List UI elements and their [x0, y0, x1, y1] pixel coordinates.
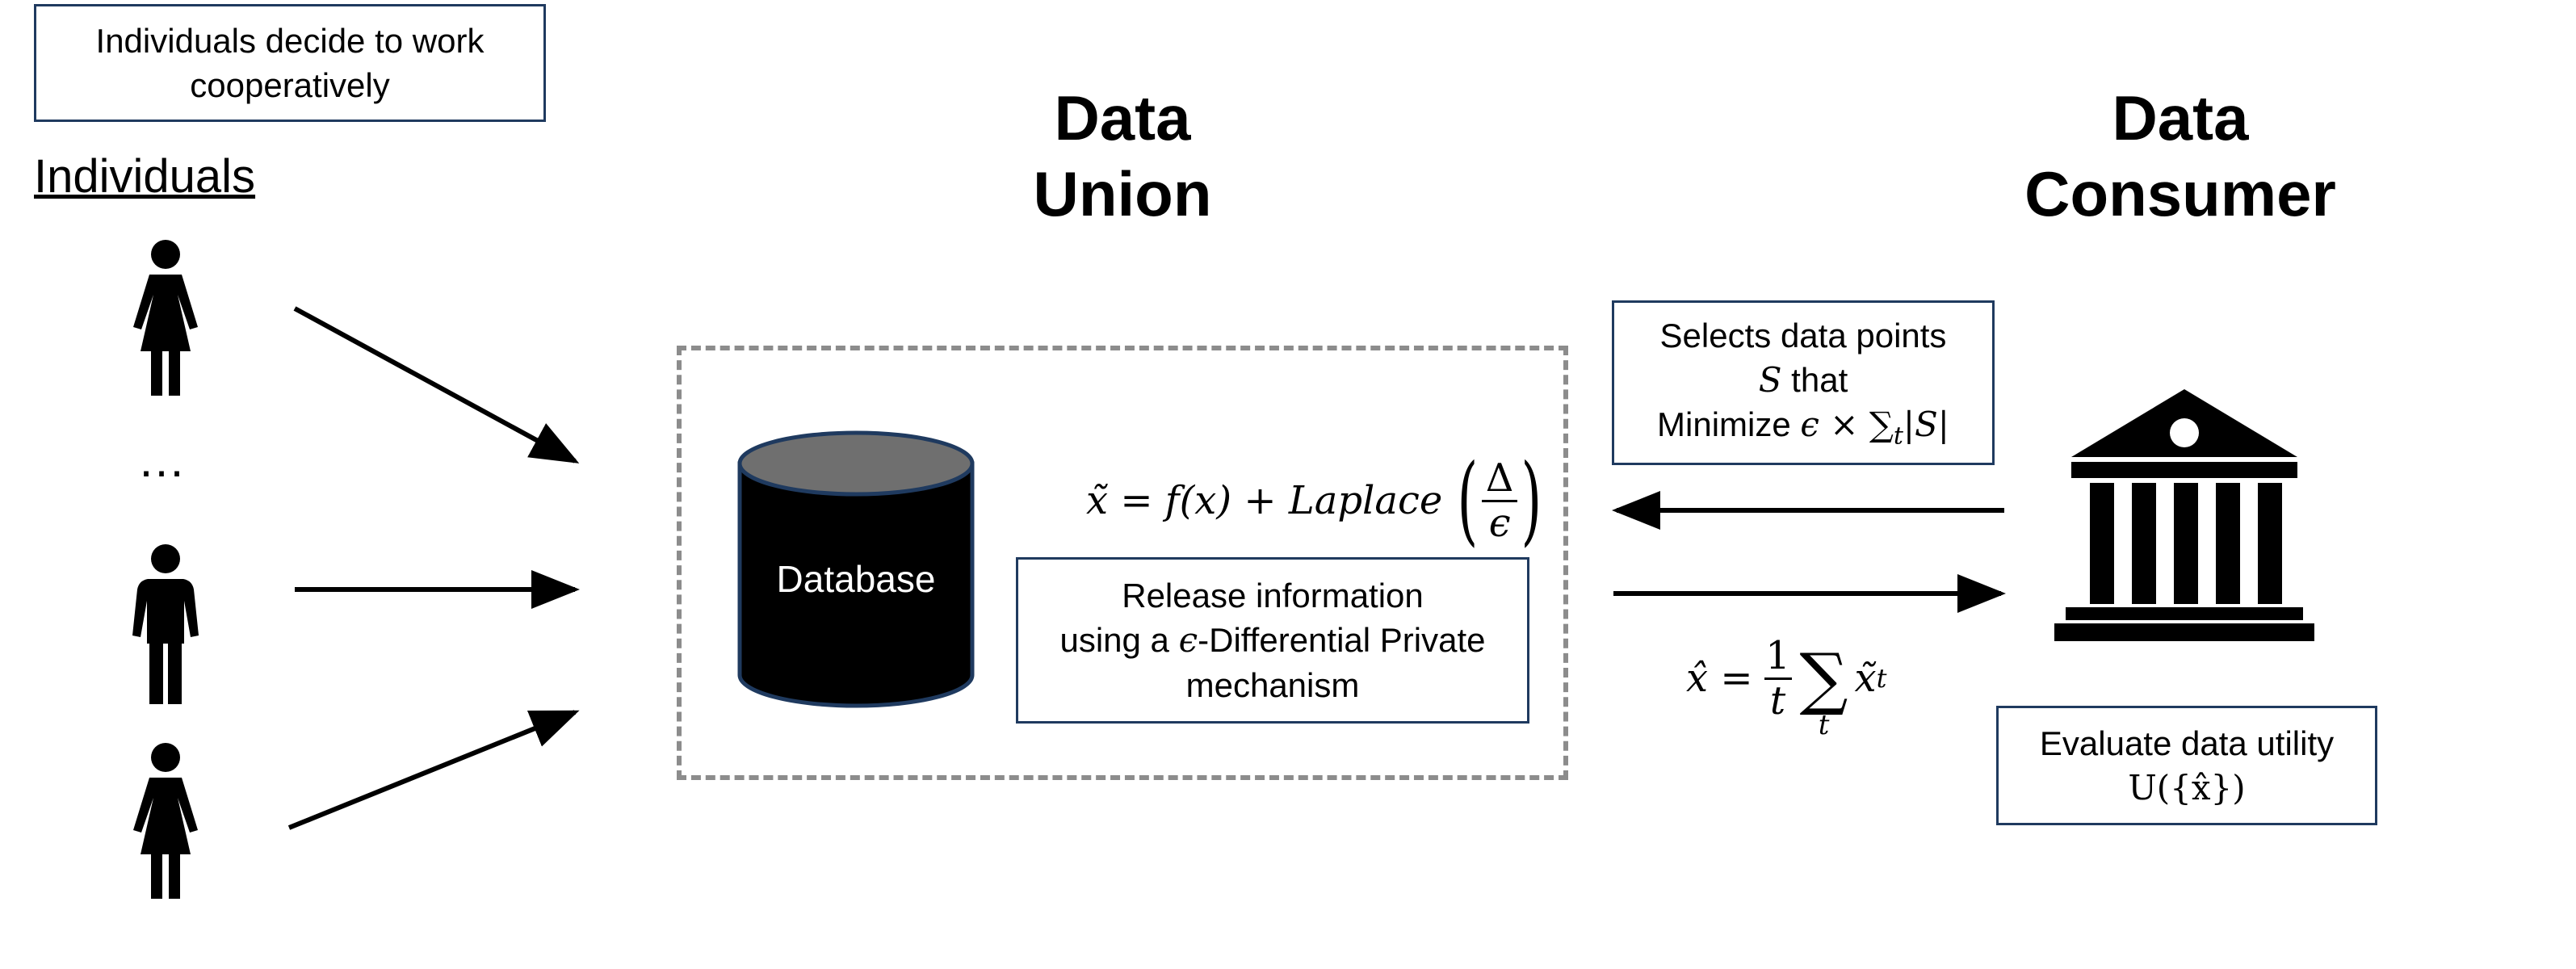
database-label: Database	[776, 558, 936, 600]
database-cylinder-icon	[737, 430, 975, 708]
release-line1: Release information	[1122, 576, 1424, 615]
release-formula-lhs: x̃ = f(x) + Laplace	[1086, 478, 1443, 523]
selects-line3: Minimize ϵ × ∑t|S|	[1657, 405, 1949, 451]
institution-building-icon	[2054, 389, 2314, 641]
estimate-formula-sum-sub: t	[1818, 708, 1830, 741]
estimate-formula-term-sub: t	[1876, 663, 1887, 694]
utility-line2: U({x̂})	[2128, 768, 2246, 808]
utility-line1: Evaluate data utility	[2039, 724, 2335, 762]
individuals-ellipsis: …	[137, 433, 186, 487]
release-line2: using a ϵ-Differential Private	[1059, 620, 1486, 661]
person-female-icon	[133, 240, 198, 396]
data-union-heading-line2: Union	[1033, 157, 1212, 229]
release-formula: x̃ = f(x) + Laplace ( Δ ϵ )	[1086, 444, 1542, 556]
arrow-individual-1-to-union	[293, 306, 580, 464]
cooperation-note-box: Individuals decide to work cooperatively	[34, 4, 546, 122]
arrow-individual-3-to-union	[287, 710, 580, 830]
selects-data-points-box: Selects data points S that Minimize ϵ × …	[1612, 300, 1995, 465]
release-formula-denominator: ϵ	[1488, 500, 1511, 546]
estimate-formula: x̂ = 1 t ∑ t x̃t	[1686, 614, 1886, 743]
individuals-label: Individuals	[34, 150, 256, 203]
estimate-formula-numerator: 1	[1765, 632, 1790, 678]
cooperation-note-text: Individuals decide to work cooperatively	[95, 21, 485, 104]
data-union-container	[677, 346, 1568, 780]
data-union-heading-line1: Data	[1054, 82, 1191, 153]
data-consumer-heading-line1: Data	[2112, 82, 2249, 153]
estimate-formula-lhs: x̂ =	[1686, 656, 1753, 701]
release-formula-numerator: Δ	[1485, 455, 1514, 501]
estimate-formula-denominator: t	[1769, 677, 1786, 724]
data-consumer-heading: Data Consumer	[1995, 81, 2366, 232]
estimate-formula-sum: ∑	[1799, 639, 1848, 719]
data-consumer-heading-line2: Consumer	[2024, 157, 2336, 229]
evaluate-utility-box: Evaluate data utility U({x̂})	[1996, 706, 2377, 825]
selects-line1: Selects data points	[1659, 316, 1947, 354]
data-union-heading: Data Union	[969, 81, 1276, 232]
release-line3: mechanism	[1185, 665, 1360, 704]
person-male-icon	[132, 544, 199, 704]
person-female-icon	[133, 743, 198, 899]
release-information-box: Release information using a ϵ-Differenti…	[1016, 557, 1529, 724]
estimate-formula-term: x̃	[1854, 656, 1877, 701]
selects-line2: S that	[1758, 360, 1848, 400]
